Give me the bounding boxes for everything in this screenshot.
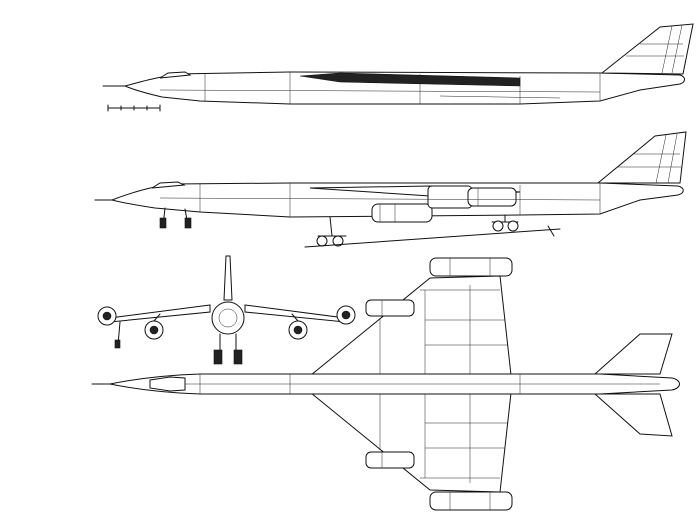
top-horizontal-tail-upper bbox=[593, 333, 673, 375]
side-view-gear-down bbox=[94, 131, 687, 248]
front-engine-outer-left bbox=[97, 306, 117, 326]
ground-line bbox=[304, 228, 561, 248]
front-fin bbox=[223, 255, 233, 301]
top-canopy bbox=[149, 376, 186, 392]
front-wing-right bbox=[244, 304, 346, 323]
top-engine-inner-lower bbox=[365, 451, 415, 469]
top-engine-outer-upper bbox=[429, 257, 513, 277]
side-view-upper bbox=[102, 23, 694, 112]
canopy-upper bbox=[159, 71, 192, 79]
fuselage-side-upper bbox=[123, 71, 685, 105]
front-engine-inner-left bbox=[144, 313, 164, 340]
main-landing-gear-rear bbox=[491, 214, 519, 232]
top-horizontal-tail-lower bbox=[593, 393, 673, 437]
front-engine-inner-right bbox=[288, 313, 308, 340]
front-engine-outer-right bbox=[336, 305, 356, 325]
scale-bar bbox=[107, 104, 161, 112]
top-engine-outer-lower bbox=[429, 491, 513, 511]
engine-nacelle-outer bbox=[467, 187, 517, 207]
top-engine-inner-upper bbox=[365, 299, 415, 317]
nose-landing-gear bbox=[159, 207, 192, 229]
vertical-tail-upper bbox=[600, 23, 694, 75]
front-landing-gear bbox=[213, 333, 243, 365]
fuselage-side-gear bbox=[110, 182, 684, 218]
engine-nacelle-inner bbox=[371, 203, 433, 223]
top-view bbox=[91, 257, 680, 511]
main-landing-gear-front bbox=[316, 216, 347, 247]
front-fuselage bbox=[211, 301, 245, 335]
front-view bbox=[97, 255, 356, 365]
canopy-gear bbox=[151, 181, 186, 189]
engine-pylon-outer bbox=[427, 185, 473, 209]
